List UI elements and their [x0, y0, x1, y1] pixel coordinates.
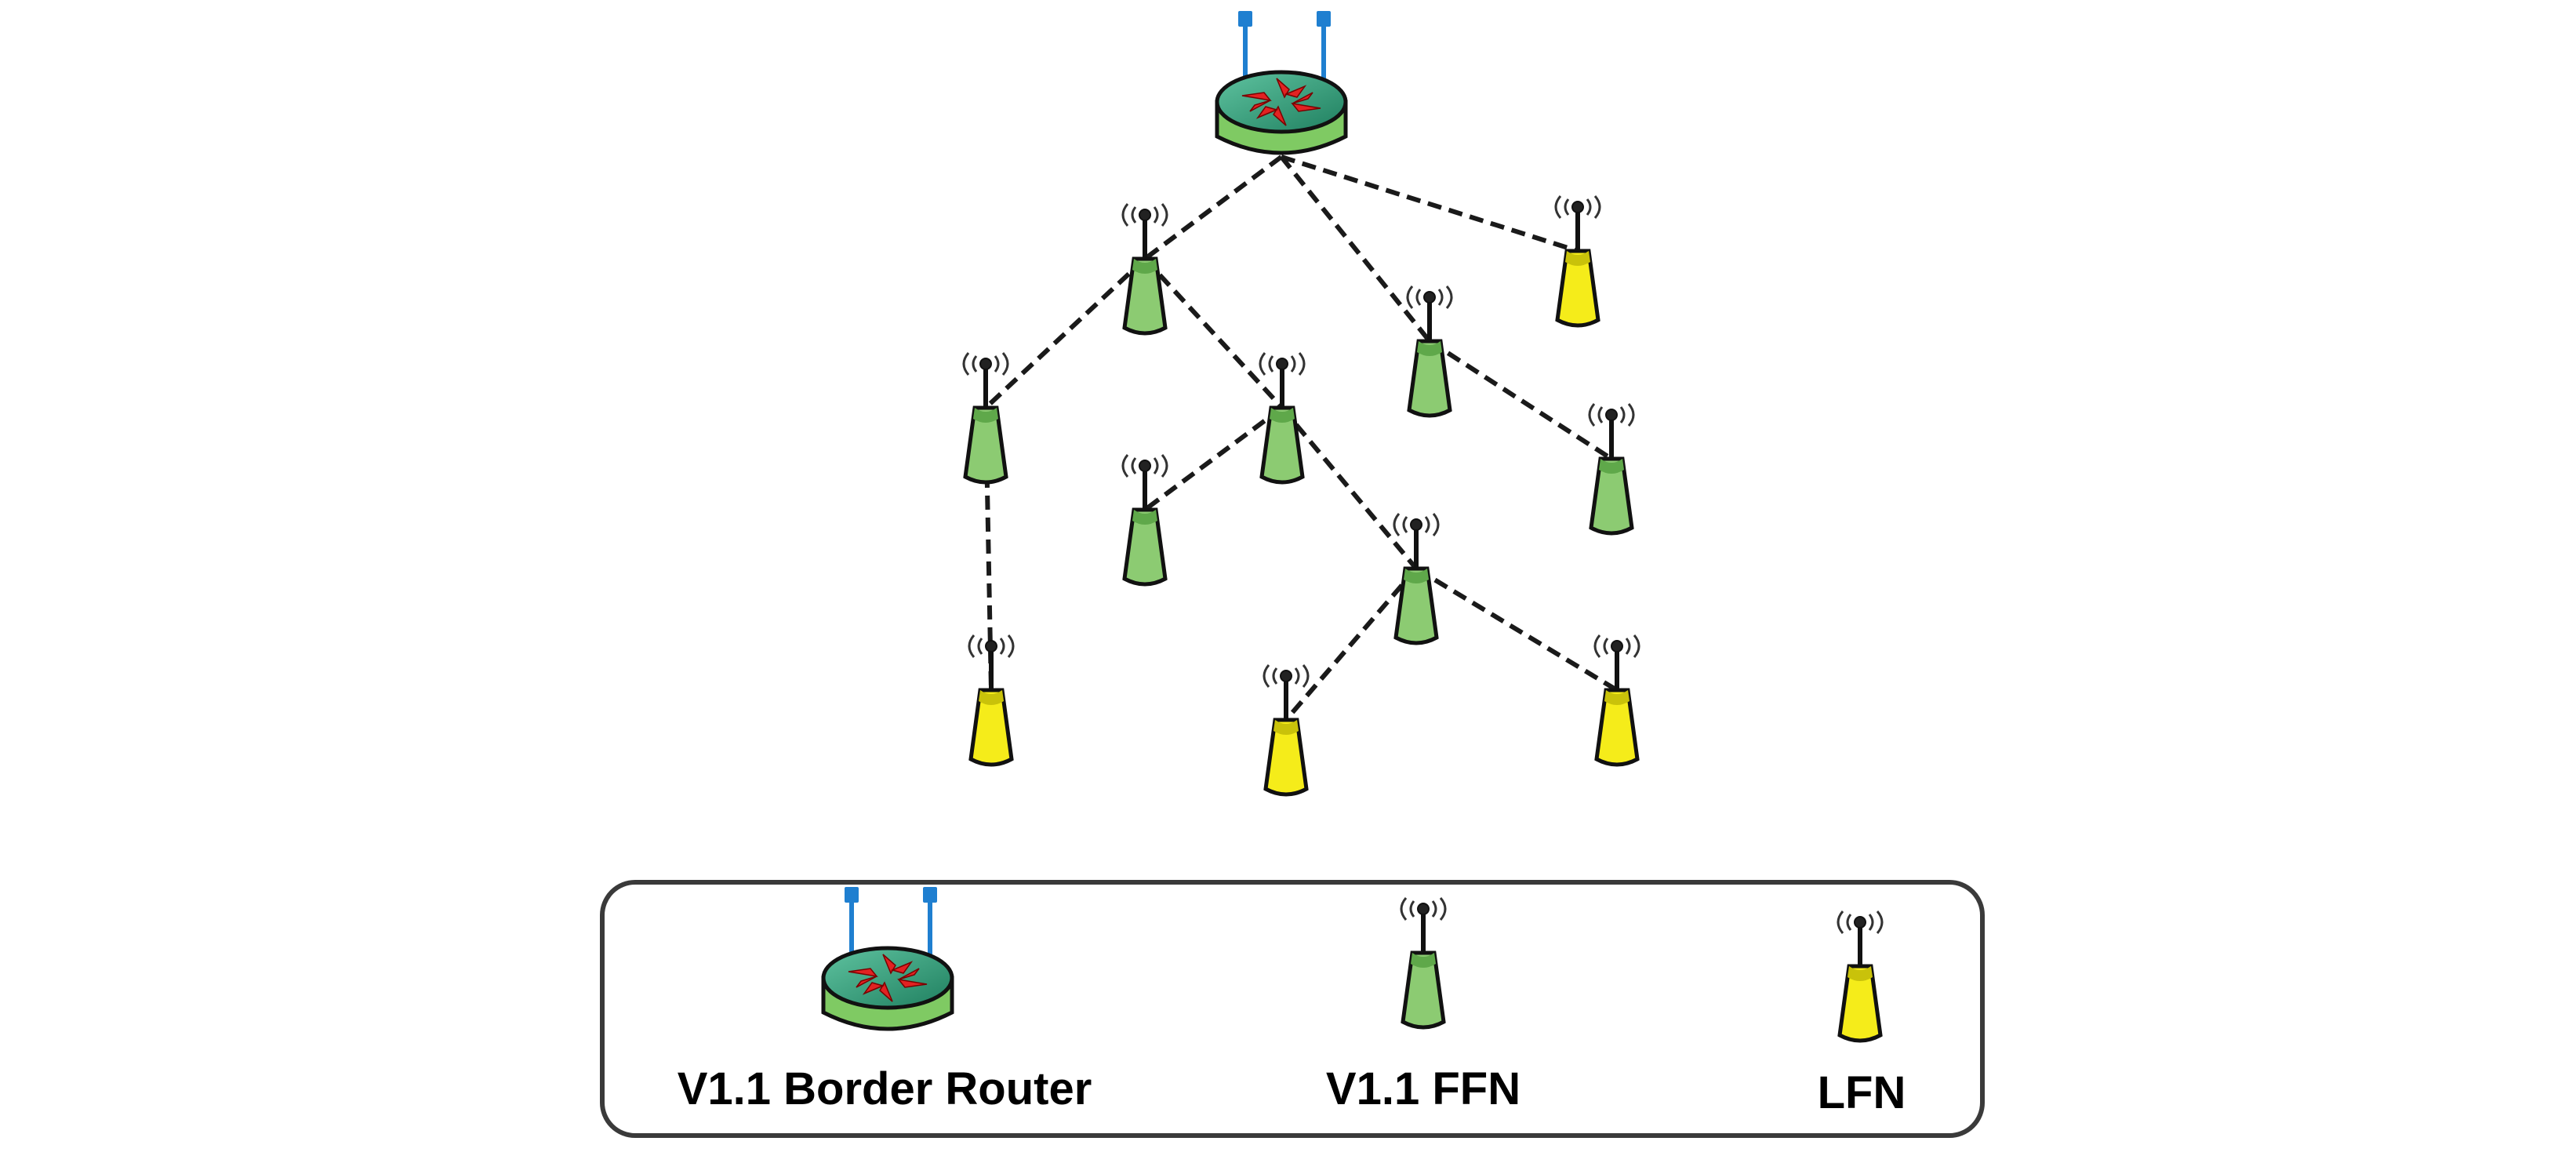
link-n1-n4 [983, 256, 1147, 410]
link-n3-n6 [1428, 339, 1613, 461]
ffn-body-icon [1589, 456, 1634, 536]
lfn-node-n10 [968, 634, 1015, 767]
lfn-body-icon [1594, 688, 1640, 767]
link-n5-n8 [1280, 406, 1419, 570]
mesh-links [983, 154, 1619, 721]
ffn-body-icon [1259, 405, 1305, 485]
lfn-body-icon [1263, 718, 1309, 797]
radio-waves-icon [1393, 513, 1440, 536]
ffn-node-n3 [1406, 285, 1453, 418]
link-n8-n12 [1415, 566, 1619, 692]
link-n1-n5 [1143, 256, 1284, 410]
radio-waves-icon [1837, 910, 1884, 934]
radio-waves-icon [1554, 195, 1601, 219]
legend: V1.1 Border Router V1.1 FFN LFN [600, 880, 1985, 1138]
lfn-body-icon [968, 688, 1014, 767]
legend-lfn-icon [1837, 910, 1884, 1043]
lfn-node-n2 [1554, 195, 1601, 328]
mesh-nodes [962, 11, 1640, 797]
link-n8-n11 [1284, 567, 1419, 721]
legend-border-router-icon [821, 887, 954, 1031]
lfn-body-icon [1555, 249, 1600, 328]
link-br-n2 [1281, 154, 1579, 253]
ffn-node-n7 [1121, 454, 1168, 587]
ffn-body-icon [1393, 566, 1439, 645]
ffn-node-n4 [962, 352, 1009, 485]
link-br-n3 [1279, 155, 1432, 343]
ffn-body-icon [1401, 950, 1446, 1030]
router-arrows-icon [1241, 78, 1321, 126]
lfn-body-icon [1837, 964, 1883, 1043]
radio-waves-icon [1588, 403, 1635, 427]
lfn-node-n12 [1593, 634, 1640, 767]
ffn-body-icon [1122, 507, 1168, 587]
link-n5-n7 [1143, 405, 1284, 512]
radio-waves-icon [1400, 897, 1447, 921]
legend-label-lfn: LFN [1818, 1067, 1906, 1118]
radio-waves-icon [962, 352, 1009, 376]
ffn-body-icon [1407, 339, 1452, 418]
border-router-node [1215, 11, 1348, 155]
ffn-node-n6 [1588, 403, 1635, 536]
ffn-node-n8 [1393, 513, 1440, 645]
ffn-body-icon [1122, 256, 1168, 336]
radio-waves-icon [1406, 285, 1453, 309]
legend-label-border-router: V1.1 Border Router [678, 1063, 1092, 1114]
legend-ffn-icon [1400, 897, 1447, 1030]
radio-waves-icon [968, 634, 1015, 658]
link-br-n1 [1143, 154, 1283, 261]
router-arrows-icon [848, 954, 928, 1002]
radio-waves-icon [1593, 634, 1640, 658]
ffn-node-n1 [1121, 203, 1168, 336]
radio-waves-icon [1259, 352, 1306, 376]
radio-waves-icon [1121, 203, 1168, 227]
legend-label-ffn: V1.1 FFN [1326, 1063, 1521, 1114]
radio-waves-icon [1263, 664, 1310, 688]
ffn-node-n5 [1259, 352, 1306, 485]
lfn-node-n11 [1263, 664, 1310, 797]
ffn-body-icon [963, 405, 1008, 485]
radio-waves-icon [1121, 454, 1168, 478]
legend-box [600, 880, 1985, 1138]
